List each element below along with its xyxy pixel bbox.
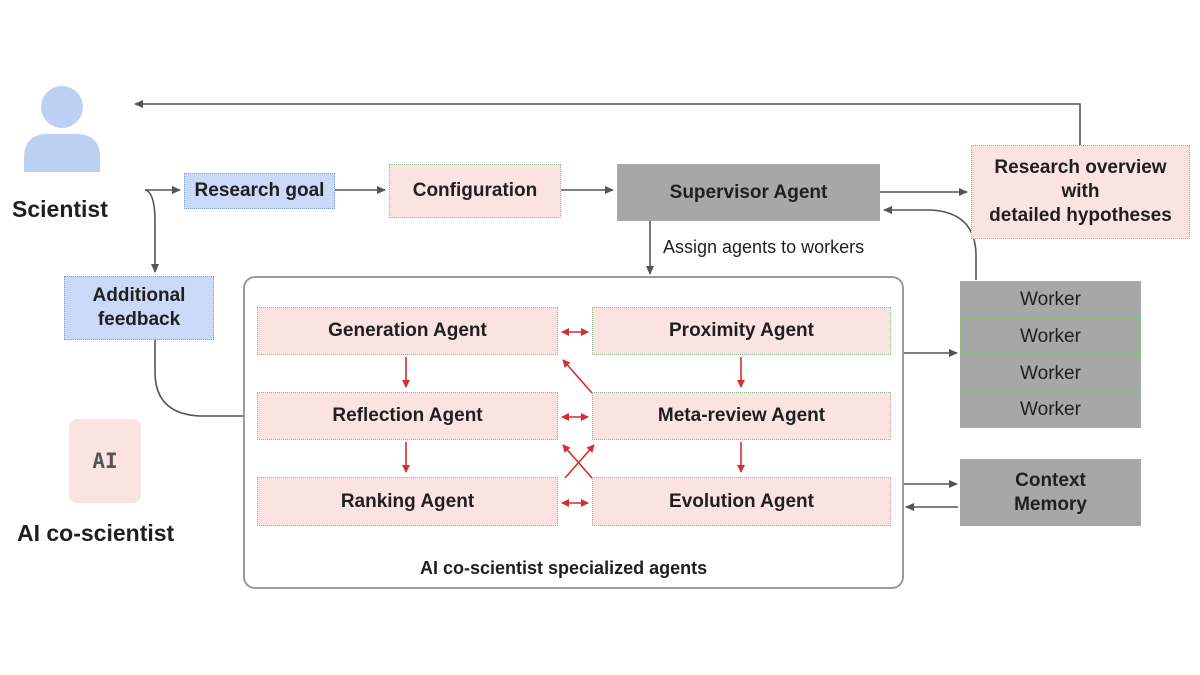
scientist-to-feedback-arrow [144,189,159,273]
additional-feedback-node[interactable]: Additional feedback [64,276,214,340]
scientist-label: Scientist [12,196,108,222]
ai-icon: AI [69,419,141,503]
overview-line-3: detailed hypotheses [989,205,1172,226]
worker-node[interactable]: Worker [960,355,1141,392]
research-overview-node[interactable]: Research overview with detailed hypothes… [971,145,1190,239]
supervisor-agent-node[interactable]: Supervisor Agent [617,164,880,221]
context-memory-line-2: Memory [1014,493,1087,515]
ranking-agent-node[interactable]: Ranking Agent [257,477,558,526]
evolution-agent-node[interactable]: Evolution Agent [592,477,891,526]
overview-line-1: Research overview [994,157,1167,178]
feedback-line-2: feedback [97,309,181,330]
scientist-icon [24,86,100,172]
feedback-to-reflection-arrow [154,340,254,420]
configuration-node[interactable]: Configuration [389,164,561,218]
ai-co-scientist-label: AI co-scientist [17,520,175,546]
overview-line-2: with [1061,181,1100,202]
worker-node[interactable]: Worker [960,392,1141,428]
context-memory-line-1: Context [1015,469,1086,491]
context-memory-node[interactable]: Context Memory [960,459,1141,526]
worker-node[interactable]: Worker [960,281,1141,318]
research-goal-node[interactable]: Research goal [184,173,335,209]
specialized-agents-caption: AI co-scientist specialized agents [420,558,708,578]
worker-node[interactable]: Worker [960,318,1141,355]
feedback-line-1: Additional [92,285,186,306]
proximity-agent-node[interactable]: Proximity Agent [592,307,891,355]
meta-review-agent-node[interactable]: Meta-review Agent [592,392,891,440]
generation-agent-node[interactable]: Generation Agent [257,307,558,355]
workers-to-supervisor-arrow [883,206,977,280]
assign-agents-label: Assign agents to workers [663,237,865,257]
reflection-agent-node[interactable]: Reflection Agent [257,392,558,440]
ai-badge-text: AI [92,449,118,473]
overview-to-scientist-arrow [134,100,1081,145]
